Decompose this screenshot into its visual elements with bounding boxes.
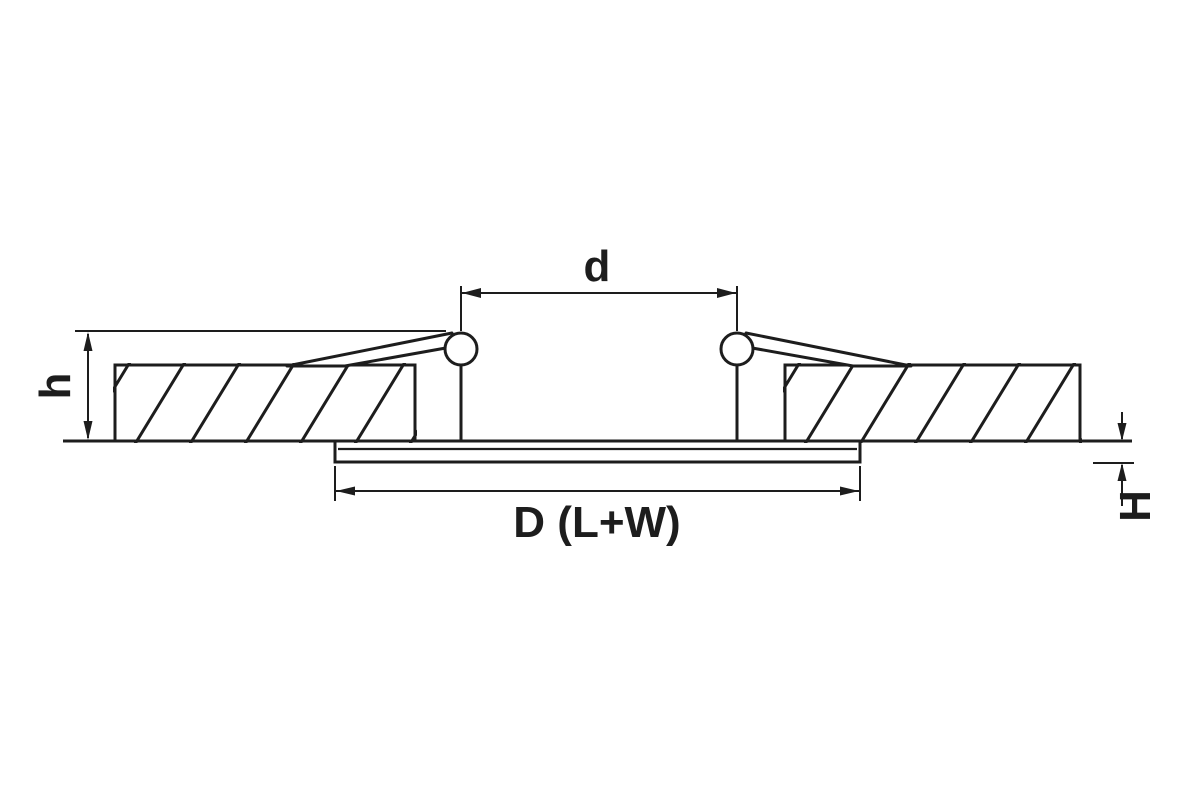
trim-flange [333,441,862,464]
arrowhead-right [840,486,859,496]
dimension-h-label: h [31,373,80,400]
hatch-line [113,363,132,393]
dimension-d-label: d [584,242,611,291]
arrowhead-up [1117,463,1127,481]
spring-clip-right [719,331,913,441]
hatch-line [188,363,242,443]
arrowhead-left [462,288,481,298]
dimension-d: d [460,242,738,331]
spring-roller-right [719,331,755,367]
hatch-line [1023,363,1077,443]
hatch-line [243,363,297,443]
spring-arm-right [739,331,913,368]
spring-roller-left [443,331,479,367]
hatch-line [783,363,802,393]
dimension-h: h [31,330,446,440]
hatch-line [858,363,912,443]
ceiling-section-right-outline [783,363,1082,443]
dimension-D-label: D (L+W) [513,498,680,547]
arrowhead-left [336,486,355,496]
arrowhead-right [717,288,736,298]
hatch-line [968,363,1022,443]
dimension-H-label: H [1111,490,1160,522]
ceiling-section-left [113,363,417,443]
dimension-D: D (L+W) [334,466,861,547]
ceiling-section-left-outline [113,363,417,443]
hatch-line [408,429,417,443]
arrowhead-bottom [83,421,93,440]
spring-clip-left [285,331,479,441]
hatch-left [113,363,417,443]
dimension-H: H [1093,412,1160,522]
hatch-line [133,363,187,443]
spring-arm-left [285,331,459,368]
trim-flange-outline [333,441,862,464]
arrowhead-top [83,332,93,351]
hatch-line [298,363,352,443]
hatch-right [783,363,1082,443]
hatch-line [913,363,967,443]
arrowhead-down [1117,423,1127,441]
hatch-line [803,363,857,443]
ceiling-section-right [783,363,1082,443]
hatch-line [353,363,407,443]
